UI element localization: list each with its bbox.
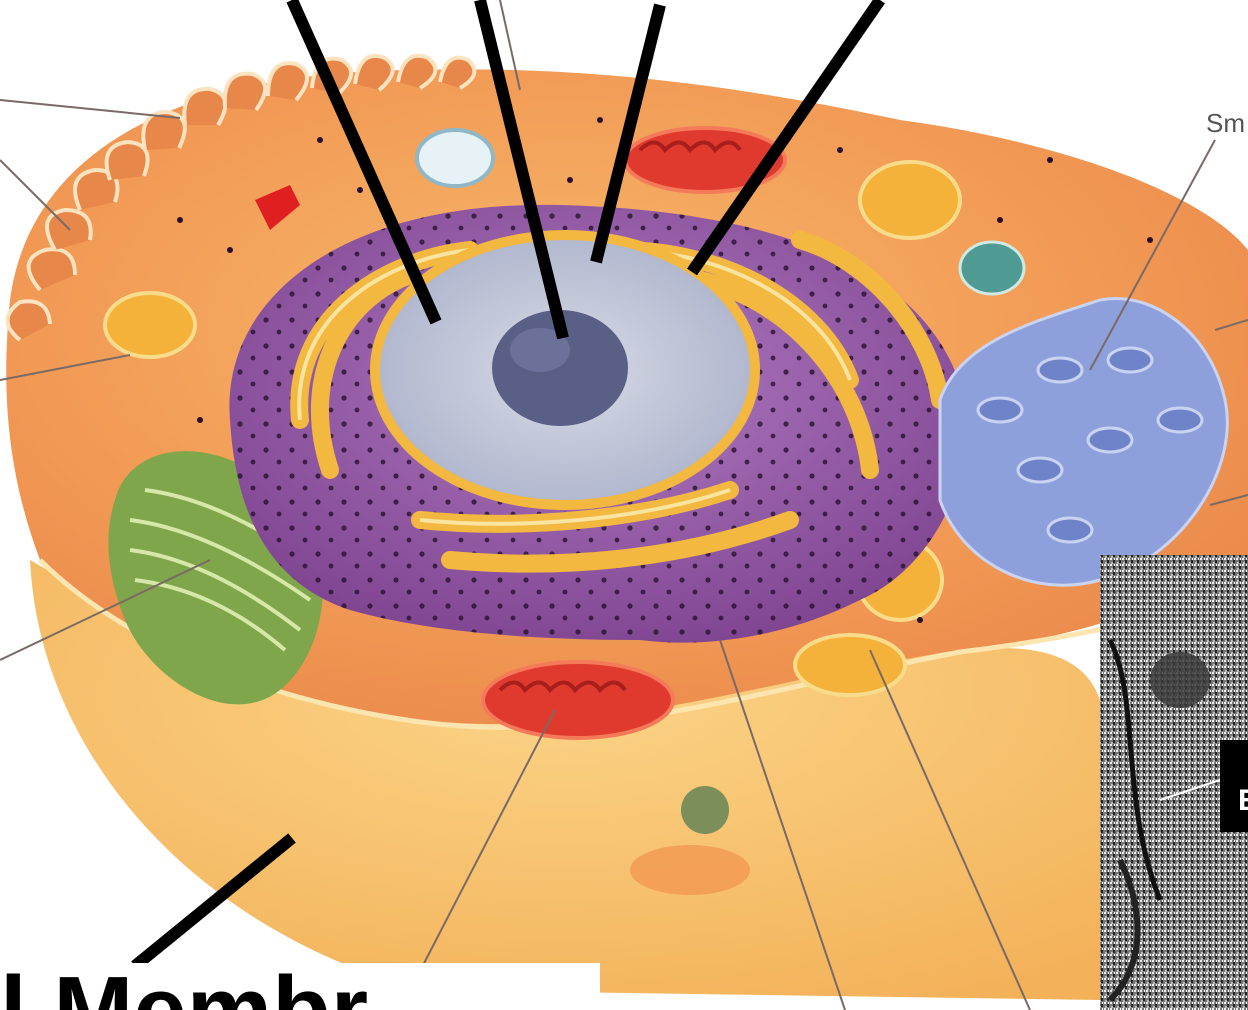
golgi-vesicle-2 <box>860 162 960 238</box>
inset-label-line2: E <box>1238 784 1248 818</box>
teal-vesicle <box>960 242 1024 294</box>
golgi-vesicle-4 <box>795 635 905 695</box>
mitochondrion-bottom <box>483 662 673 738</box>
small-green-body <box>681 786 729 834</box>
vesicle <box>417 130 493 186</box>
golgi-vesicle-1 <box>105 293 195 357</box>
label-cell-membrane: l Membr <box>0 963 600 1010</box>
label-smooth-er: Sm <box>1206 108 1245 139</box>
inset-label-box: E <box>1220 740 1248 832</box>
